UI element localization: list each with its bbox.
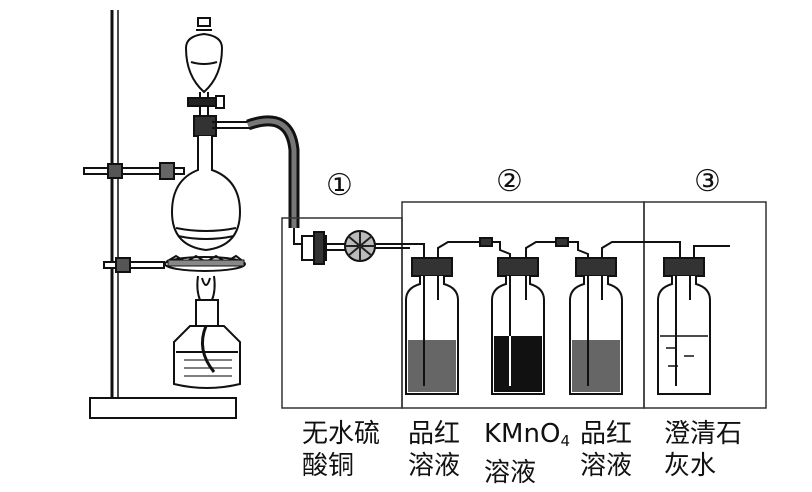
connecting-tubes	[410, 237, 730, 262]
label-pinhong-2-line2: 溶液	[580, 451, 633, 481]
label-pinhong-2-line1: 品红	[580, 419, 633, 449]
label-pinhong-2: 品红 溶液	[580, 418, 632, 482]
label-limewater-line2: 灰水	[664, 451, 717, 481]
label-cuso4-line1: 无水硫	[302, 419, 381, 449]
label-pinhong-1-line2: 溶液	[408, 451, 461, 481]
marker-3: ③	[694, 164, 721, 199]
bottle-pinhong-2	[569, 257, 623, 395]
marker-1: ①	[326, 168, 353, 203]
bottle-kmno4	[491, 257, 545, 395]
label-pinhong-1-line1: 品红	[408, 419, 461, 449]
bottle-limewater	[657, 257, 711, 395]
label-cuso4-line2: 酸铜	[302, 451, 355, 481]
rubber-tubing	[246, 115, 304, 245]
wire-gauze	[165, 254, 245, 267]
label-kmno4-formula: KMnO	[484, 419, 561, 449]
marker-2: ②	[496, 164, 523, 199]
label-pinhong-1: 品红 溶液	[408, 418, 460, 482]
bottle-pinhong-1	[405, 257, 459, 395]
section-frames	[281, 201, 767, 409]
label-kmno4-line2: 溶液	[484, 458, 537, 488]
label-kmno4-line1: KMnO4	[484, 418, 570, 457]
cuso4-drying-tube	[301, 230, 410, 265]
label-limewater-line1: 澄清石	[664, 419, 743, 449]
round-bottom-flask	[170, 115, 250, 252]
label-kmno4: KMnO4 溶液	[484, 418, 570, 489]
label-limewater: 澄清石 灰水	[664, 418, 742, 482]
alcohol-lamp	[173, 275, 241, 389]
label-kmno4-subscript: 4	[560, 432, 570, 450]
label-cuso4: 无水硫 酸铜	[302, 418, 380, 482]
separatory-funnel	[184, 17, 225, 116]
